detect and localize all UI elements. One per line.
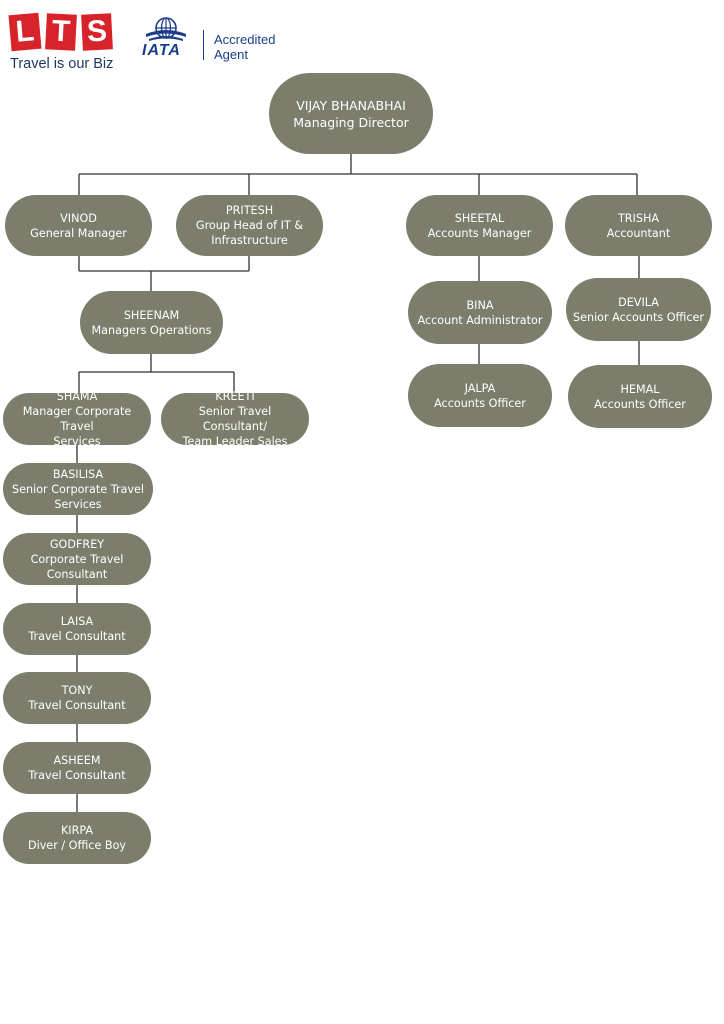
node-name: PRITESH [225,204,274,217]
node-bina-account-administrator: BINA Account Administrator [408,281,552,344]
node-sheenam-operations: SHEENAM Managers Operations [80,291,223,354]
node-title: Travel Consultant [28,630,126,643]
iata-wordmark: IATA [142,42,181,59]
node-title: Managing Director [293,114,409,130]
node-jalpa-accounts-officer: JALPA Accounts Officer [408,364,552,427]
node-title: Travel Consultant [28,769,126,782]
iata-accredited-text: Accredited Agent [214,32,275,62]
node-title-line1: Senior Travel Consultant/ [198,405,272,433]
iata-logo: IATA Accredited Agent [134,16,275,64]
node-title: Senior Accounts Officer [573,310,704,324]
node-title: Accountant [606,226,671,240]
lts-tagline: Travel is our Biz [10,56,114,72]
node-title-line2: Consultant [46,567,108,581]
node-name: SHEENAM [123,308,180,322]
node-title-line2: Team Leader Sales [182,435,288,448]
node-hemal-accounts-officer: HEMAL Accounts Officer [568,365,712,428]
node-name: DEVILA [618,295,659,309]
node-kreeti-senior-travel-consultant: KREETI Senior Travel Consultant/ Team Le… [161,390,309,448]
node-devila-senior-accounts-officer: DEVILA Senior Accounts Officer [566,278,711,341]
node-godfrey-corporate-travel-consultant: GODFREY Corporate Travel Consultant [3,533,151,585]
node-name: TRISHA [617,211,660,225]
node-asheem-travel-consultant: ASHEEM Travel Consultant [3,742,151,794]
iata-globe-icon [146,17,186,41]
node-name: KIRPA [60,824,94,837]
node-title: Account Administrator [417,313,543,327]
node-laisa-travel-consultant: LAISA Travel Consultant [3,603,151,655]
node-title-line1: Senior Corporate Travel [12,482,144,496]
node-title: Accounts Officer [594,397,686,411]
node-tony-travel-consultant: TONY Travel Consultant [3,672,151,724]
node-title-line1: Manager Corporate Travel [22,405,132,433]
node-title-line2: Services [54,497,102,511]
node-vinod-general-manager: VINOD General Manager [5,195,152,256]
node-shama-manager-corporate-travel: SHAMA Manager Corporate Travel Services [3,390,151,448]
node-title: Accounts Manager [427,226,532,240]
node-name: BINA [466,298,494,312]
node-vijay-managing-director: VIJAY BHANABHAI Managing Director [269,73,433,154]
node-trisha-accountant: TRISHA Accountant [565,195,712,256]
node-basilisa-senior-corporate-travel: BASILISA Senior Corporate Travel Service… [3,463,153,515]
node-title-line2: Services [53,435,101,448]
node-sheetal-accounts-manager: SHEETAL Accounts Manager [406,195,553,256]
node-name: SHAMA [56,390,98,403]
node-title: Diver / Office Boy [27,839,127,852]
node-name: ASHEEM [53,754,101,767]
node-title: Managers Operations [91,323,212,337]
node-name: TONY [61,684,93,697]
iata-divider [203,30,204,60]
node-title-line1: Group Head of IT & [195,219,304,232]
node-name: VIJAY BHANABHAI [296,97,406,113]
lts-logo: L T S Travel is our Biz [8,10,116,72]
page-header: L T S Travel is our Biz IATA Accredited … [0,0,724,78]
node-name: HEMAL [620,382,660,396]
node-name: KREETI [215,390,255,403]
iata-accredited-line2: Agent [214,47,248,62]
node-title-line1: Corporate Travel [30,552,124,566]
node-name: SHEETAL [454,211,505,225]
node-name: VINOD [60,211,97,225]
node-pritesh-it-head: PRITESH Group Head of IT & Infrastructur… [176,195,323,256]
iata-accredited-line1: Accredited [214,32,276,47]
node-title-line2: Infrastructure [211,234,288,247]
node-name: LAISA [60,615,94,628]
node-title: Travel Consultant [28,699,126,712]
node-title: General Manager [30,226,127,240]
node-name: GODFREY [49,537,105,551]
node-name: BASILISA [52,467,104,481]
node-name: JALPA [464,381,496,395]
node-title: Accounts Officer [434,396,526,410]
node-kirpa-driver-office-boy: KIRPA Diver / Office Boy [3,812,151,864]
